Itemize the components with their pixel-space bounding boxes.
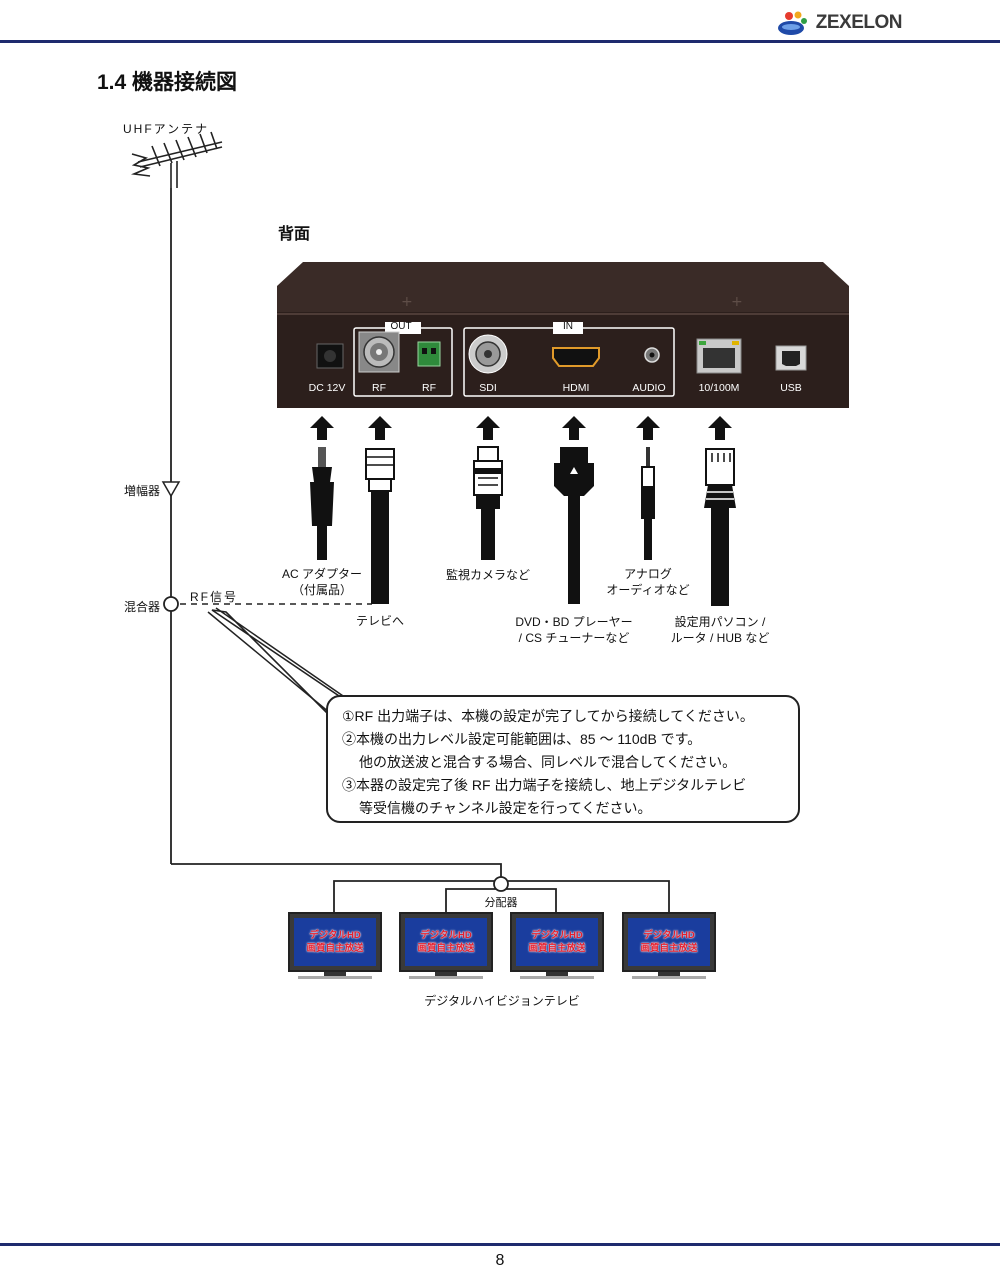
ac-adapter-label: AC アダプター （付属品）	[281, 567, 363, 597]
dvd-label: DVD・BD プレーヤー / CS チューナーなど	[515, 615, 633, 645]
brand-logo: ZEXELON	[776, 10, 903, 36]
amplifier-icon	[161, 481, 181, 498]
note-line-3: 他の放送波と混合する場合、同レベルで混合してください。	[359, 754, 737, 770]
rj45-connector-icon	[704, 448, 736, 606]
rf-cable-icon	[365, 448, 395, 604]
svg-text:+: +	[401, 294, 413, 310]
tv-caption: デジタルハイビジョンテレビ	[424, 994, 580, 1008]
hdmi-connector-icon	[554, 447, 594, 604]
arrows	[310, 416, 732, 440]
callout-pointer	[207, 607, 347, 718]
audio-plug-icon	[641, 447, 655, 560]
port-label-usb: USB	[780, 382, 802, 394]
brand-name: ZEXELON	[815, 12, 903, 33]
antenna-label: UHFアンテナ	[123, 122, 210, 136]
pc-label: 設定用パソコン / ルータ / HUB など	[670, 615, 770, 645]
mixer-label: 混合器	[124, 600, 161, 614]
note-line-1: ①RF 出力端子は、本機の設定が完了してから接続してください。	[342, 708, 754, 724]
logo-mark-icon	[777, 11, 807, 35]
mixer-icon	[163, 596, 179, 612]
panel-captions: OUT IN DC 12V RF RF SDI HDMI AUDIO 10/10…	[277, 262, 849, 408]
note-line-2: ②本機の出力レベル設定可能範囲は、85 ～ 110dB です。	[342, 731, 702, 747]
port-label-hdmi: HDMI	[562, 382, 590, 394]
rf-signal-label: RF信号	[190, 590, 238, 604]
svg-text:+: +	[731, 294, 743, 310]
uhf-antenna-icon	[130, 131, 223, 188]
to-tv-label: テレビへ	[355, 614, 405, 628]
splitter-label: 分配器	[484, 897, 518, 909]
notes-callout: ①RF 出力端子は、本機の設定が完了してから接続してください。 ②本機の出力レベ…	[326, 695, 800, 823]
port-label-audio: AUDIO	[632, 382, 666, 394]
port-label-dc: DC 12V	[308, 382, 346, 394]
page-number: 8	[495, 1252, 505, 1269]
footer-rule	[0, 1243, 1000, 1246]
section-title: 1.4 機器接続図	[97, 71, 238, 94]
back-panel-title: 背面	[278, 226, 311, 243]
bnc-connector-icon	[473, 446, 503, 560]
device-back-panel: + +	[277, 262, 849, 408]
port-label-sdi: SDI	[479, 382, 497, 394]
note-line-5: 等受信機のチャンネル設定を行ってください。	[359, 800, 652, 816]
in-label: IN	[563, 321, 573, 332]
splitter-icon	[493, 876, 509, 892]
amplifier-label: 増幅器	[124, 484, 161, 498]
header-rule	[0, 40, 1000, 43]
analog-audio-label: アナログ オーディオなど	[606, 567, 690, 597]
port-label-lan: 10/100M	[698, 382, 740, 394]
note-line-4: ③本器の設定完了後 RF 出力端子を接続し、地上デジタルテレビ	[342, 777, 747, 793]
dc-plug-icon	[310, 447, 334, 560]
port-label-rf-terminal: RF	[422, 382, 436, 394]
camera-label: 監視カメラなど	[445, 568, 531, 582]
port-label-rf-f: RF	[372, 382, 386, 394]
out-label: OUT	[390, 321, 412, 332]
